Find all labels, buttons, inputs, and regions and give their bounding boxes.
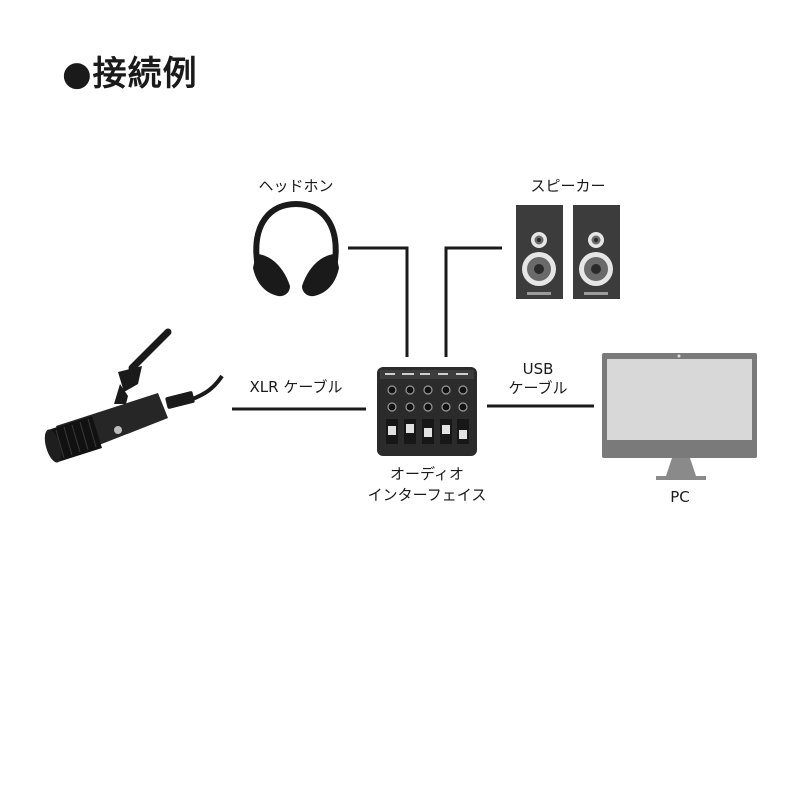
speaker-left	[516, 205, 563, 299]
speaker-right	[573, 205, 620, 299]
page-title: ●接続例	[62, 54, 198, 94]
headphone-cable	[348, 246, 409, 357]
microphone-icon	[44, 328, 224, 463]
monitor-icon	[602, 353, 757, 480]
interface-label-line2: インターフェイス	[367, 486, 487, 504]
interface-label-line1: オーディオ	[390, 465, 464, 483]
usb-cable-label-line1: USB	[522, 360, 554, 378]
speaker-icon	[516, 205, 620, 299]
speaker-cable	[444, 246, 502, 357]
usb-cable-label-line2: ケーブル	[508, 379, 568, 397]
headphones-icon	[253, 200, 339, 297]
speaker-label: スピーカー	[530, 177, 606, 195]
connection-lines	[232, 246, 594, 411]
xlr-cable-label: XLR ケーブル	[249, 378, 343, 396]
pc-label: PC	[670, 488, 690, 506]
mixer-icon	[377, 367, 477, 456]
headphone-label: ヘッドホン	[258, 177, 334, 195]
